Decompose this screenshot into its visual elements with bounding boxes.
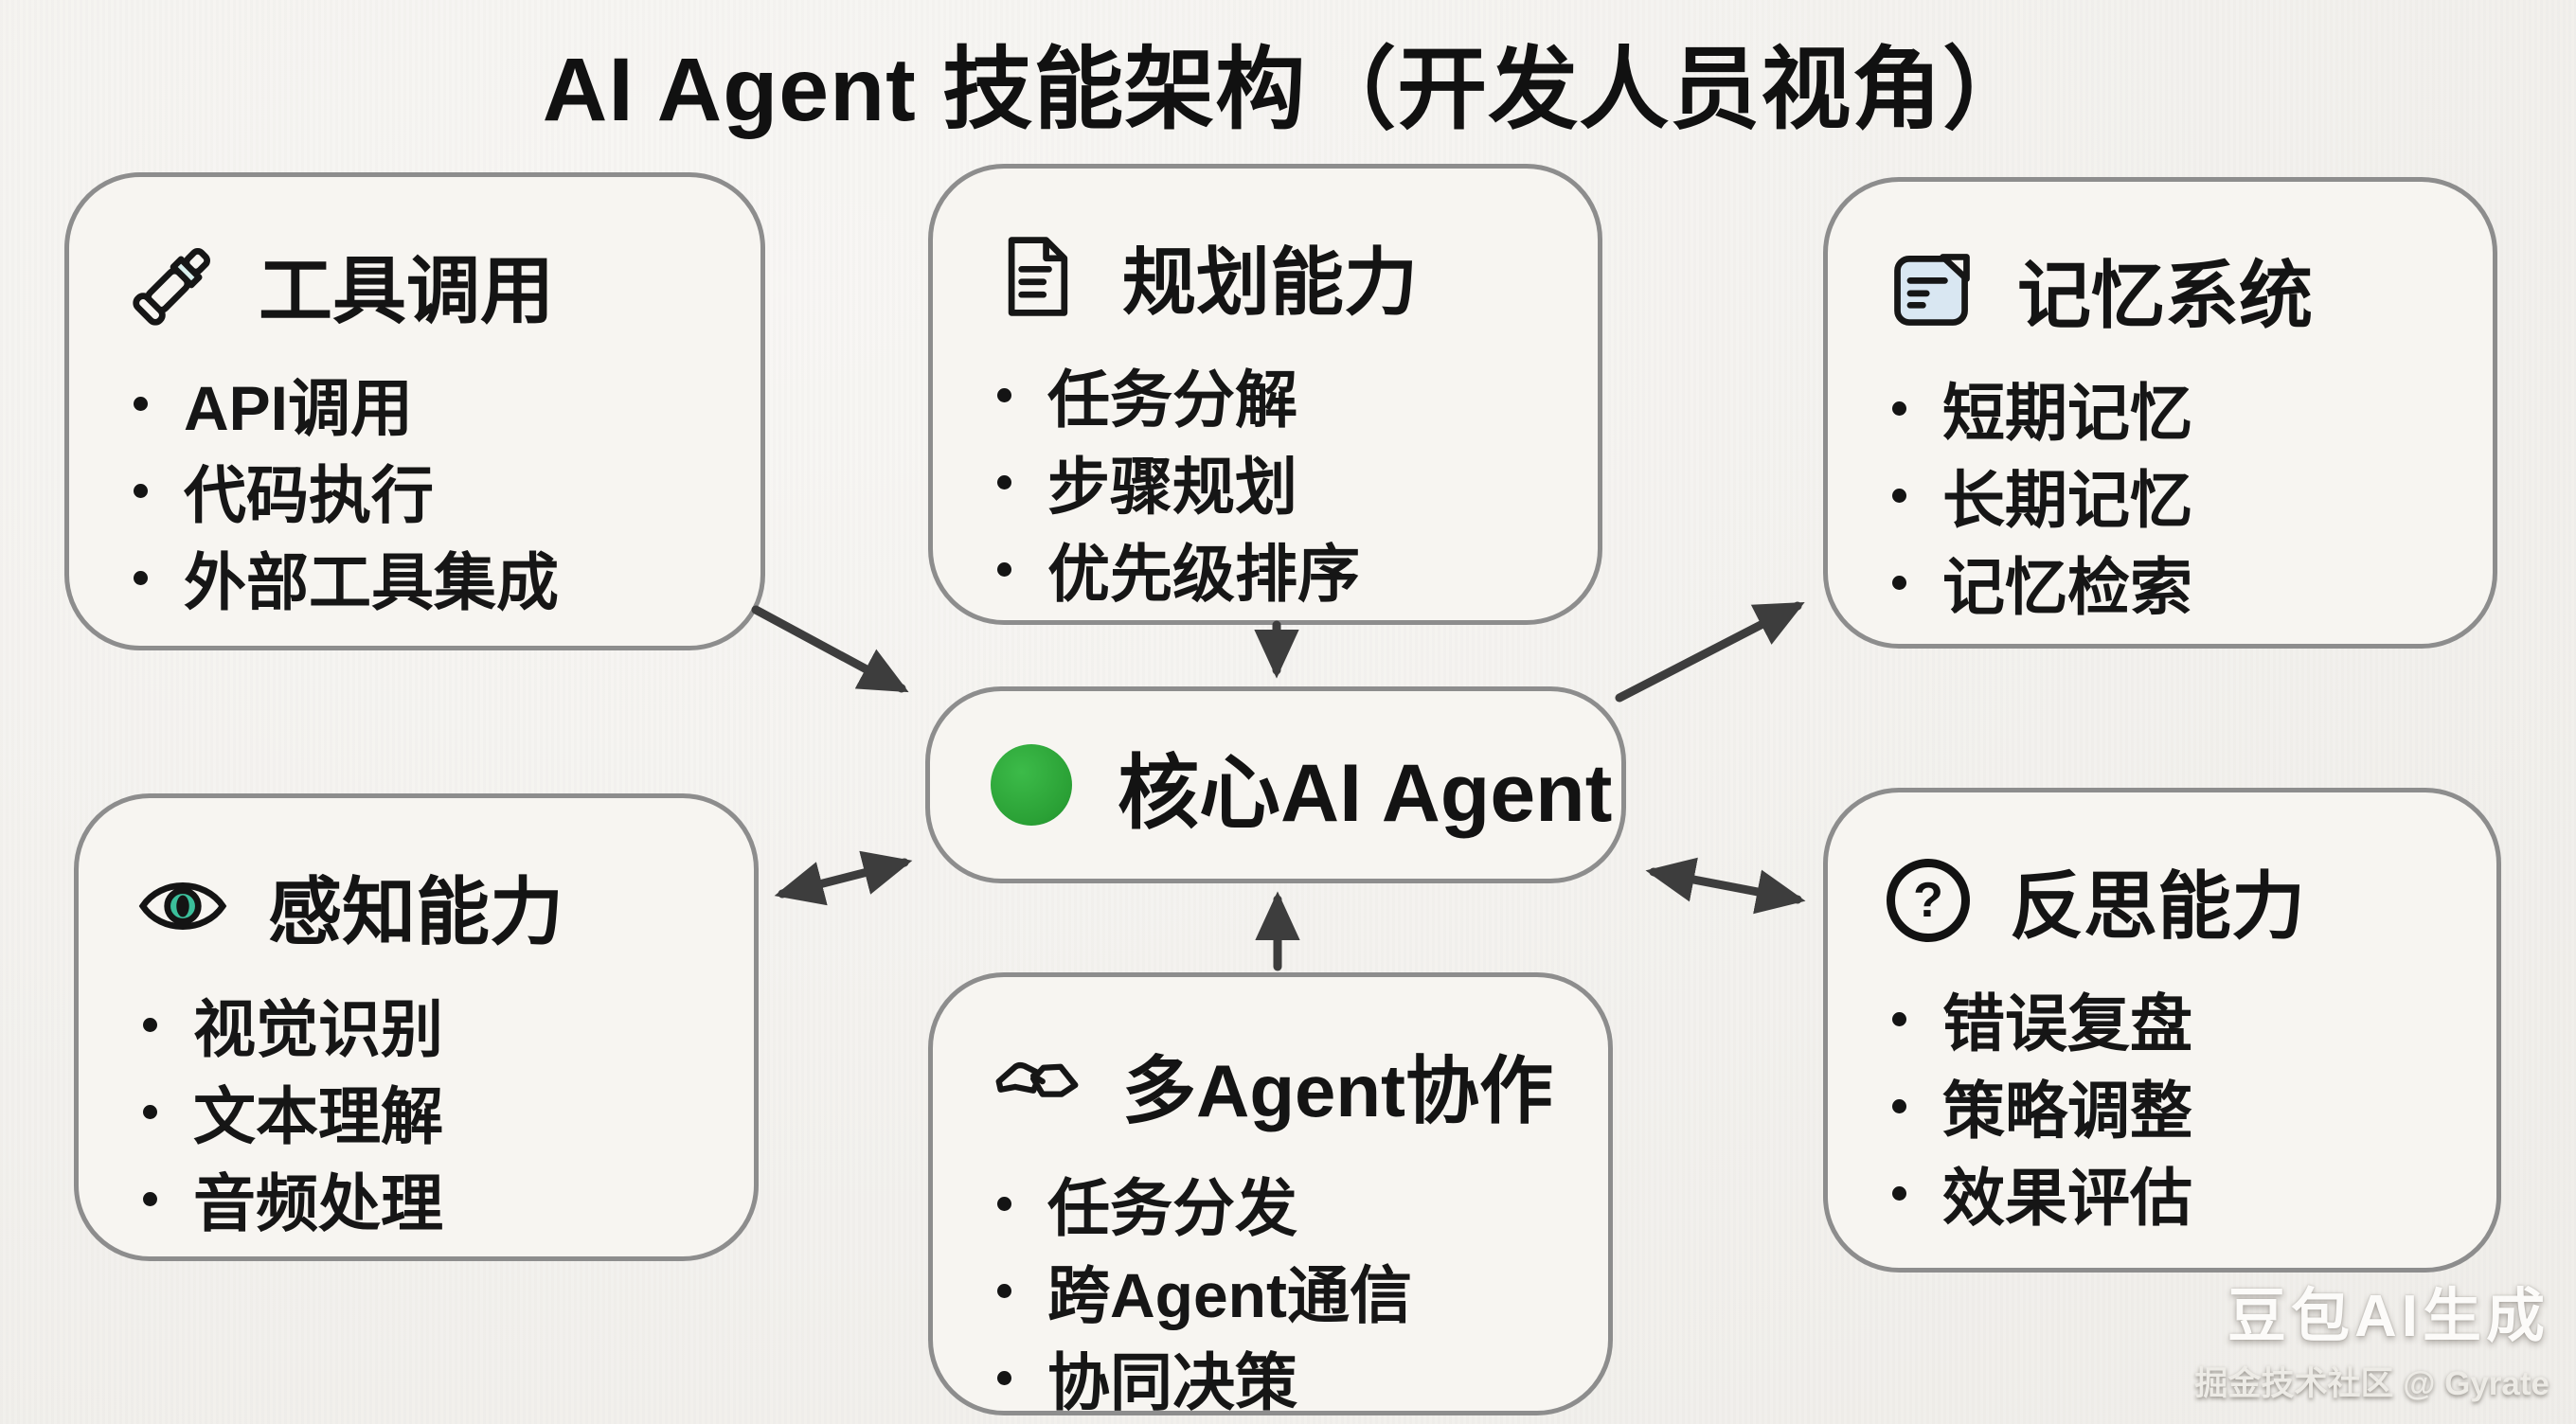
bullet-dot [134, 570, 148, 585]
core-agent-box: 核心AI Agent [925, 686, 1626, 883]
perception-box: 感知能力 视觉识别 文本理解 音频处理 [74, 793, 759, 1261]
handshake-icon [992, 1040, 1082, 1130]
list-item: 效果评估 [1887, 1160, 2459, 1233]
box-title: 规划能力 [1122, 240, 1419, 324]
list-item: 文本理解 [137, 1078, 716, 1151]
list-item: 视觉识别 [137, 991, 716, 1064]
memory-box: 记忆系统 短期记忆 长期记忆 记忆检索 [1823, 177, 2497, 649]
list-item: 代码执行 [128, 457, 723, 530]
arrow-tools-to-core [751, 605, 909, 693]
list-item: 策略调整 [1887, 1073, 2459, 1146]
list-item: 音频处理 [137, 1166, 716, 1238]
bullet-dot [997, 1370, 1011, 1385]
bullet-dot [997, 1196, 1011, 1211]
wrench-tool-icon [128, 240, 219, 330]
question-icon: ? [1887, 859, 1970, 942]
eye-icon [137, 861, 228, 952]
list-item: 外部工具集成 [128, 544, 723, 617]
bullet-dot [143, 1104, 157, 1119]
watermark: 豆包AI生成 掘金技术社区 @ Gyrate [2195, 1268, 2549, 1405]
bullet-dot [1892, 1098, 1906, 1113]
arrow-perception-core-twoway [774, 850, 913, 906]
arrow-core-reflection-twoway [1645, 857, 1806, 915]
bullet-dot [1892, 488, 1906, 503]
list-item: 跨Agent通信 [992, 1257, 1570, 1330]
box-title: 感知能力 [268, 870, 564, 953]
list-item: 任务分解 [992, 362, 1560, 435]
list-item: 记忆检索 [1887, 549, 2455, 622]
tools-box: 工具调用 API调用 代码执行 外部工具集成 [64, 172, 765, 650]
bullet-dot [997, 474, 1011, 490]
arrow-core-to-memory [1615, 601, 1805, 703]
green-dot-icon [991, 744, 1072, 826]
bullet-dot [1892, 1185, 1906, 1201]
watermark-brand: 豆包AI生成 [2227, 1284, 2549, 1349]
reflection-box: ? 反思能力 错误复盘 策略调整 效果评估 [1823, 788, 2501, 1273]
document-icon [992, 231, 1082, 322]
list-item: 任务分发 [992, 1170, 1570, 1243]
notepad-icon [1887, 244, 1977, 335]
list-item: 步骤规划 [992, 449, 1560, 522]
core-agent-label: 核心AI Agent [1118, 747, 1613, 839]
bullet-dot [997, 387, 1011, 402]
list-item: 协同决策 [992, 1344, 1570, 1417]
box-title: 工具调用 [259, 249, 555, 332]
collaboration-box: 多Agent协作 任务分发 跨Agent通信 协同决策 [928, 972, 1613, 1417]
list-item: 长期记忆 [1887, 462, 2455, 535]
bullet-dot [1892, 575, 1906, 590]
list-item: API调用 [128, 370, 723, 443]
bullet-dot [1892, 400, 1906, 416]
bullet-dot [1892, 1011, 1906, 1026]
bullet-dot [134, 483, 148, 498]
list-item: 错误复盘 [1887, 986, 2459, 1059]
planning-box: 规划能力 任务分解 步骤规划 优先级排序 [928, 164, 1602, 625]
box-title: 记忆系统 [2017, 254, 2314, 337]
bullet-dot [143, 1017, 157, 1032]
bullet-dot [997, 1283, 1011, 1298]
list-item: 短期记忆 [1887, 375, 2455, 448]
watermark-credit: 掘金技术社区 @ Gyrate [2194, 1365, 2549, 1402]
list-item: 优先级排序 [992, 536, 1560, 609]
question-glyph: ? [1913, 873, 1943, 928]
bullet-dot [143, 1191, 157, 1206]
box-title: 多Agent协作 [1122, 1049, 1553, 1132]
bullet-dot [997, 561, 1011, 577]
page-title: AI Agent 技能架构（开发人员视角） [542, 40, 2034, 140]
bullet-dot [134, 396, 148, 411]
box-title: 反思能力 [2010, 864, 2306, 948]
